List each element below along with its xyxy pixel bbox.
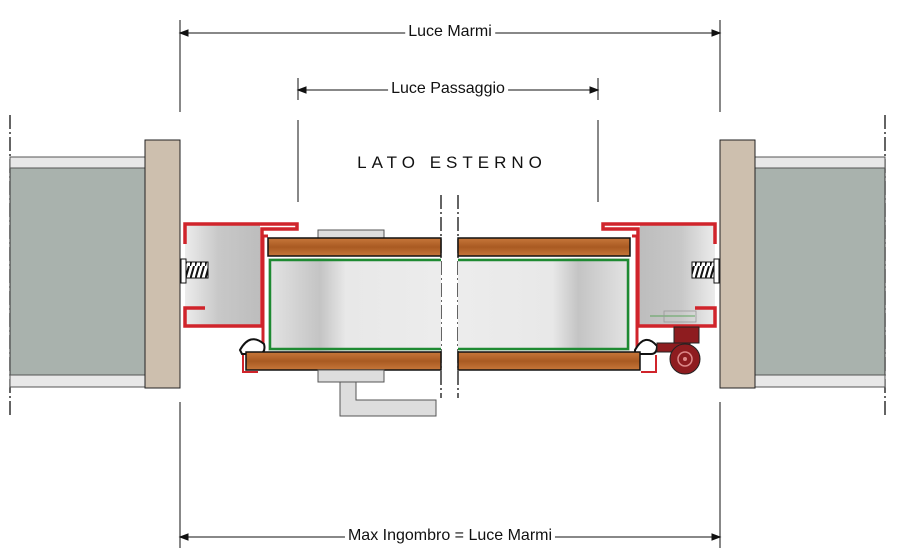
dimension-luce-marmi: Luce Marmi xyxy=(405,23,495,41)
dimension-max-ingombro: Max Ingombro = Luce Marmi xyxy=(344,527,556,545)
side-label: LATO ESTERNO xyxy=(357,153,547,172)
left-door-frame xyxy=(180,222,299,373)
dimension-lines xyxy=(178,20,722,548)
hinge xyxy=(656,326,701,375)
left-door-leaf xyxy=(245,229,442,417)
dimension-luce-passaggio: Luce Passaggio xyxy=(388,80,508,98)
right-door-frame xyxy=(601,222,720,373)
right-door-leaf xyxy=(457,237,641,371)
right-wall xyxy=(719,139,886,389)
left-wall xyxy=(9,139,181,389)
